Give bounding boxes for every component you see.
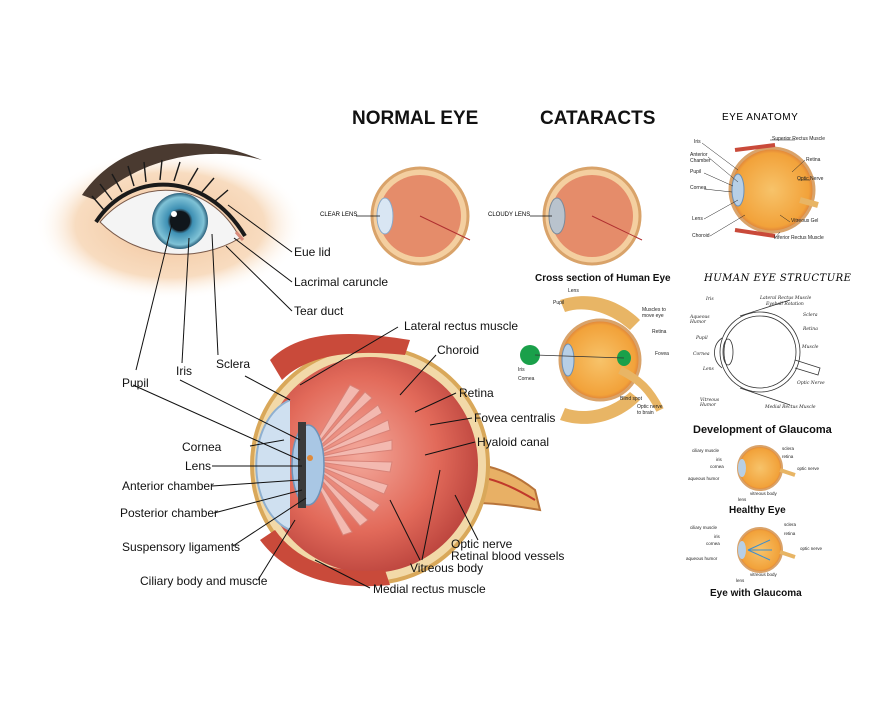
eye-anatomy-title: EYE ANATOMY bbox=[722, 112, 799, 123]
label-choroid: Choroid bbox=[437, 343, 480, 357]
cross-blind-spot: Blind spot bbox=[620, 396, 642, 402]
cross-pupil: Pupil bbox=[553, 300, 565, 306]
anatomy-superior-rectus: Superior Rectus Muscle bbox=[772, 136, 826, 142]
healthy-lens: lens bbox=[738, 497, 747, 502]
healthy-vitreous-body: vitreous body bbox=[750, 491, 777, 496]
label-hyaloid-canal: Hyaloid canal bbox=[477, 435, 550, 449]
label-iris: Iris bbox=[176, 364, 192, 378]
structure-sclera: Sclera bbox=[803, 313, 818, 318]
glaucoma-iris: iris bbox=[714, 534, 720, 539]
healthy-retina: retina bbox=[782, 454, 794, 459]
glaucoma-development-title: Development of Glaucoma bbox=[693, 424, 832, 436]
glaucoma-ciliary-muscle: ciliary muscle bbox=[690, 525, 718, 530]
glaucoma-aqueous-humor: aqueous humor bbox=[686, 556, 718, 561]
structure-eyeball-rotation: Eyeball Rotation bbox=[766, 302, 804, 307]
structure-aqueous-humor: Aqueous Humor bbox=[690, 315, 710, 325]
label-lacrimal-caruncle: Lacrimal caruncle bbox=[294, 275, 389, 289]
cross-retina: Retina bbox=[652, 329, 667, 335]
cross-fovea: Fovea bbox=[655, 351, 669, 357]
normal-eye-title: NORMAL EYE bbox=[352, 108, 479, 129]
glaucoma-retina: retina bbox=[784, 531, 796, 536]
healthy-optic-nerve: optic nerve bbox=[797, 466, 820, 471]
structure-pupil: Pupil bbox=[696, 336, 708, 341]
label-ciliary-body: Ciliary body and muscle bbox=[140, 574, 268, 588]
cross-muscles: Muscles to move eye bbox=[642, 307, 666, 319]
structure-muscle: Muscle bbox=[802, 345, 819, 350]
glaucoma-lens: lens bbox=[736, 578, 745, 583]
label-eue-lid: Eue lid bbox=[294, 245, 331, 259]
anatomy-anterior-chamber: Anterior Chamber bbox=[690, 152, 711, 164]
label-posterior-chamber: Posterior chamber bbox=[120, 506, 219, 520]
label-sclera: Sclera bbox=[216, 357, 251, 371]
structure-lens: Lens bbox=[703, 367, 714, 372]
structure-vitreous-humor: Vitreous Humor bbox=[700, 398, 720, 408]
human-eye-structure-title: HUMAN EYE STRUCTURE bbox=[704, 273, 852, 284]
anatomy-optic-nerve: Optic Nerve bbox=[797, 176, 824, 182]
structure-retina: Retina bbox=[803, 327, 818, 332]
healthy-sclera: sclera bbox=[782, 446, 795, 451]
glaucoma-vitreous-body: vitreous body bbox=[750, 572, 777, 577]
structure-medial-rectus: Medial Rectus Muscle bbox=[765, 405, 816, 410]
anatomy-cornea: Cornea bbox=[690, 185, 707, 191]
label-vitreous-body: Vitreous body bbox=[410, 561, 484, 575]
label-clear-lens: CLEAR LENS bbox=[320, 212, 358, 218]
anatomy-iris: Iris bbox=[694, 139, 701, 145]
glaucoma-optic-nerve: optic nerve bbox=[800, 546, 823, 551]
anatomy-inferior-rectus: Inferior Rectus Muscle bbox=[774, 235, 824, 241]
healthy-cornea: cornea bbox=[710, 464, 724, 469]
anatomy-choroid: Choroid bbox=[692, 233, 710, 239]
eye-with-glaucoma-title: Eye with Glaucoma bbox=[710, 588, 802, 599]
label-optic-nerve: Optic nerve bbox=[451, 537, 513, 551]
label-pupil: Pupil bbox=[122, 376, 149, 390]
cataracts-title: CATARACTS bbox=[540, 108, 656, 129]
label-tear-duct: Tear duct bbox=[294, 304, 344, 318]
label-retinal-blood-vessels: Retinal blood vessels bbox=[451, 549, 565, 563]
structure-iris: Iris bbox=[706, 297, 714, 302]
structure-lateral-rectus: Lateral Rectus Muscle bbox=[760, 296, 812, 301]
cross-cornea: Cornea bbox=[518, 376, 535, 382]
label-fovea-centralis: Fovea centralis bbox=[474, 411, 556, 425]
label-suspensory-ligaments: Suspensory ligaments bbox=[122, 540, 241, 554]
glaucoma-cornea: cornea bbox=[706, 541, 720, 546]
label-anterior-chamber: Anterior chamber bbox=[122, 479, 215, 493]
healthy-aqueous-humor: aqueous humor bbox=[688, 476, 720, 481]
cross-optic-nerve: Optic nerve to brain bbox=[637, 404, 663, 416]
healthy-ciliary-muscle: ciliary muscle bbox=[692, 448, 720, 453]
label-lateral-rectus: Lateral rectus muscle bbox=[404, 319, 519, 333]
healthy-eye-title: Healthy Eye bbox=[729, 505, 786, 516]
cross-section-title: Cross section of Human Eye bbox=[535, 273, 671, 284]
anatomy-lens: Lens bbox=[692, 216, 703, 222]
structure-optic-nerve: Optic Nerve bbox=[797, 381, 825, 386]
cross-lens: Lens bbox=[568, 288, 579, 294]
label-retina: Retina bbox=[459, 386, 494, 400]
anatomy-vitreous-gel: Vitreous Gel bbox=[791, 218, 819, 224]
label-lens: Lens bbox=[185, 459, 212, 473]
cross-iris: Iris bbox=[518, 367, 525, 373]
label-cloudy-lens: CLOUDY LENS bbox=[488, 212, 531, 218]
glaucoma-sclera: sclera bbox=[784, 522, 797, 527]
label-cornea: Cornea bbox=[182, 440, 222, 454]
anatomy-retina: Retina bbox=[806, 157, 821, 163]
anatomy-pupil: Pupil bbox=[690, 169, 702, 175]
healthy-iris: iris bbox=[716, 457, 722, 462]
structure-cornea: Cornea bbox=[693, 352, 710, 357]
label-medial-rectus: Medial rectus muscle bbox=[373, 582, 486, 596]
